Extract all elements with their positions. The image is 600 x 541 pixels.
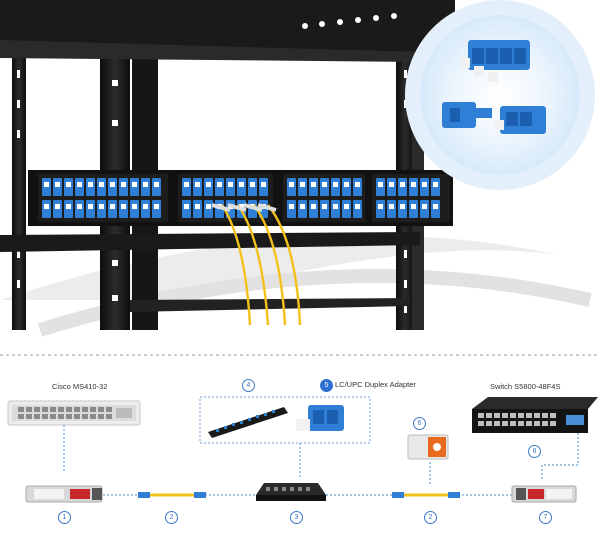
marker-1: 1 (58, 511, 71, 524)
marker-5: 5 (320, 379, 333, 392)
sfp-transceiver-left (25, 485, 103, 503)
rack-photo (0, 0, 595, 337)
marker-2-left: 2 (165, 511, 178, 524)
left-switch-label: Cisco MS410-32 (52, 382, 108, 391)
connection-lines (63, 425, 579, 496)
marker-7: 7 (539, 511, 552, 524)
left-switch (7, 400, 141, 426)
sfp-transceiver-right (511, 485, 577, 503)
duplex-adapter-icon (296, 405, 344, 431)
right-switch-label: Switch S5800-48F4S (490, 382, 561, 391)
marker-8: 8 (528, 445, 541, 458)
right-switch (472, 397, 598, 433)
marker-2-right: 2 (424, 511, 437, 524)
patch-panel (28, 170, 453, 226)
lc-simplex-adapter-icon (442, 102, 492, 128)
adapter-inset (405, 0, 595, 190)
connection-diagram: Cisco MS410-32 Switch S5800-48F4S LC/UPC… (0, 345, 600, 541)
callout-box (199, 396, 371, 444)
marker-3: 3 (290, 511, 303, 524)
adapter-label: LC/UPC Duplex Adapter (335, 380, 416, 389)
patch-cord-left (138, 492, 206, 498)
adapter-panel-strip (208, 407, 288, 438)
fiber-cassette (256, 483, 326, 501)
lc-duplex-adapter-icon (494, 106, 546, 134)
fiber-patch-cords (211, 203, 302, 326)
fiber-module-6 (407, 434, 449, 460)
lc-quad-adapter-icon (460, 40, 530, 82)
patch-cord-right (392, 492, 460, 498)
marker-4: 4 (242, 379, 255, 392)
marker-6: 6 (413, 417, 426, 430)
